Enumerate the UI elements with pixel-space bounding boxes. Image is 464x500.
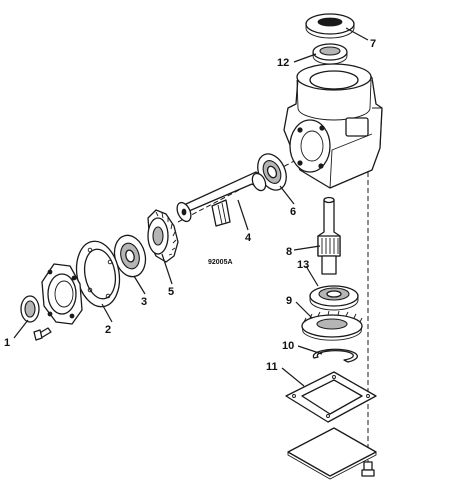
figure-code: 92005A [208,259,233,266]
part-5-pinion-gear [147,209,179,263]
part-4-input-shaft [176,171,267,227]
bottom-cover-plate [287,427,377,480]
callout-9: 9 [286,295,292,307]
callout-6: 6 [290,206,296,218]
flange-cap [41,263,83,325]
part-13-bearing [309,285,359,311]
callout-12: 12 [277,57,289,69]
part-8-output-shaft [317,196,341,275]
part-3-bearing [113,234,147,278]
callout-5: 5 [168,286,174,298]
part-1-seal-and-bolt [20,295,52,341]
part-7-top-seal [305,13,355,39]
gearbox-housing [283,63,383,189]
callout-10: 10 [282,340,294,352]
callout-1: 1 [4,337,10,349]
callout-2: 2 [105,324,111,336]
leader-lines [13,27,369,387]
bottom-bolt [361,461,375,477]
callout-8: 8 [286,246,292,258]
part-10-retaining-ring [312,348,358,363]
callout-labels: 1 2 3 4 5 6 7 8 9 10 11 12 13 [4,38,376,373]
callout-11: 11 [266,361,278,373]
callout-4: 4 [245,232,252,244]
callout-7: 7 [370,38,376,50]
part-9-bevel-gear [301,310,363,341]
callout-13: 13 [297,259,309,271]
callout-3: 3 [141,296,147,308]
part-11-square-gasket [285,371,377,423]
part-2-gasket [75,240,121,308]
part-12-top-bearing [312,43,348,65]
